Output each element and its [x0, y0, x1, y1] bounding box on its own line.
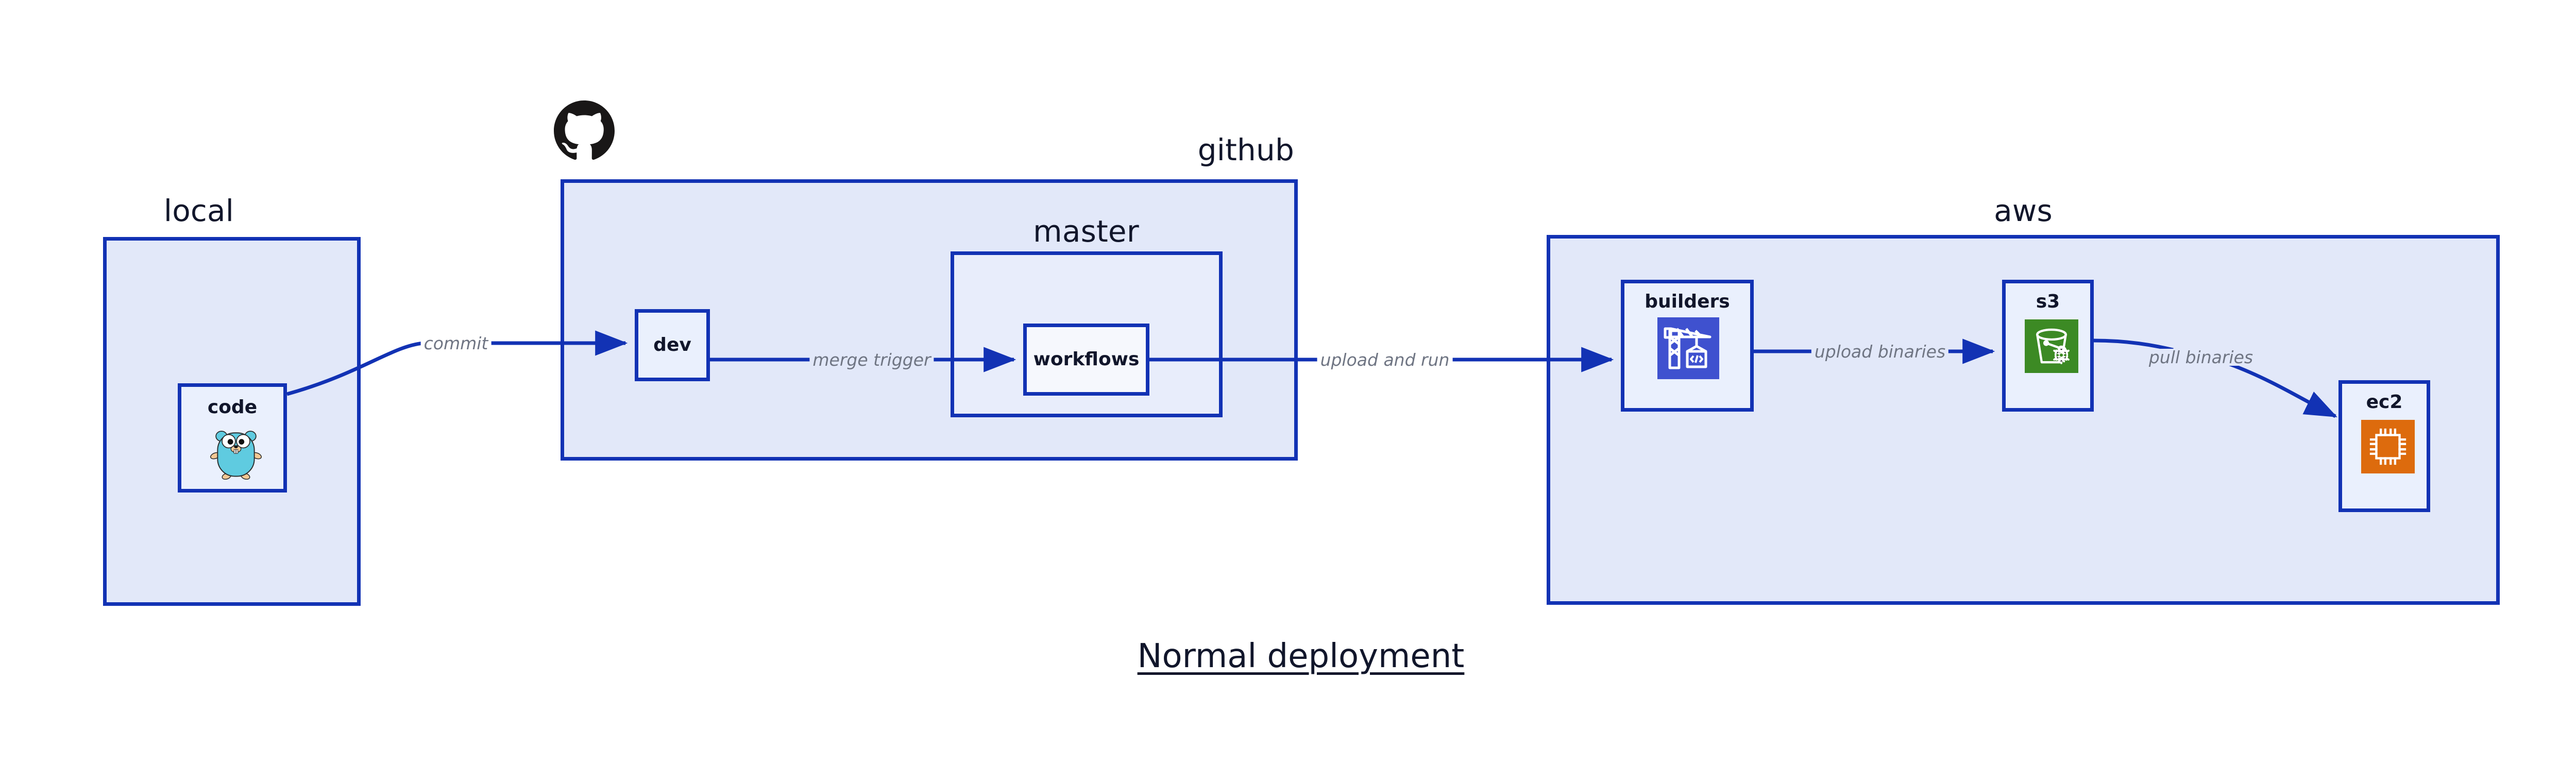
- edge-label-upload-binaries: upload binaries: [1811, 343, 1949, 360]
- node-code[interactable]: code: [178, 383, 287, 493]
- edge-label-pull-binaries: pull binaries: [2145, 349, 2257, 366]
- group-label-aws: aws: [1994, 193, 2053, 228]
- github-octocat-icon: [554, 100, 615, 160]
- node-dev[interactable]: dev: [635, 309, 710, 381]
- group-label-local: local: [163, 193, 234, 228]
- node-label-dev: dev: [653, 334, 691, 355]
- group-label-master: master: [1033, 214, 1139, 249]
- aws-s3-bucket-icon: [2025, 319, 2078, 373]
- go-gopher-icon: [210, 431, 262, 480]
- aws-builders-crane-icon: [1657, 317, 1719, 379]
- node-label-workflows: workflows: [1033, 349, 1140, 370]
- node-ec2[interactable]: ec2: [2338, 380, 2430, 512]
- aws-ec2-chip-icon: [2361, 420, 2415, 473]
- edge-label-merge-trigger: merge trigger: [809, 351, 934, 368]
- node-builders[interactable]: builders: [1621, 280, 1754, 412]
- group-label-github: github: [1197, 132, 1294, 167]
- node-label-ec2: ec2: [2366, 392, 2403, 413]
- edge-label-upload-and-run: upload and run: [1317, 351, 1453, 368]
- node-label-s3: s3: [2036, 291, 2060, 312]
- diagram-title: Normal deployment: [1137, 637, 1465, 675]
- node-label-code: code: [207, 397, 258, 418]
- node-s3[interactable]: s3: [2002, 280, 2094, 412]
- node-label-builders: builders: [1645, 291, 1730, 312]
- node-workflows[interactable]: workflows: [1023, 324, 1149, 396]
- edge-label-commit: commit: [420, 335, 492, 352]
